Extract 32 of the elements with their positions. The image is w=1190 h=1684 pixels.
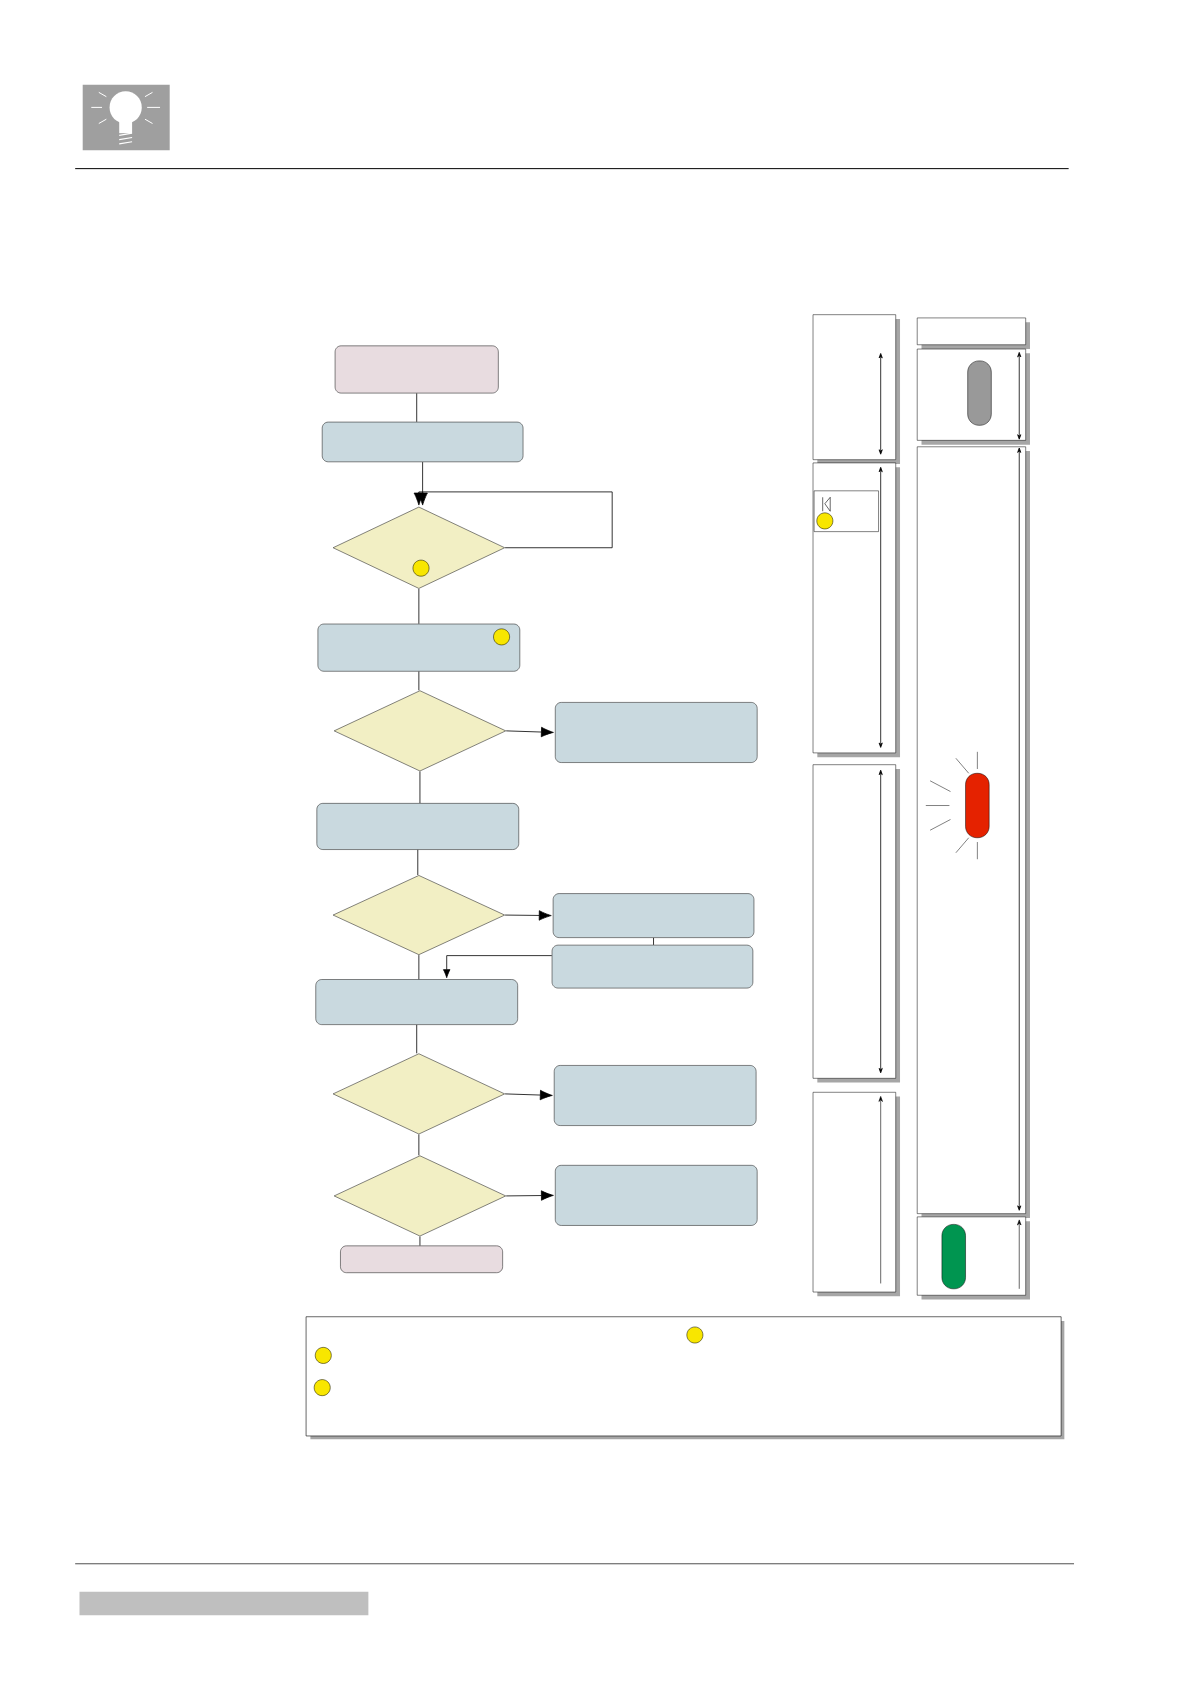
connector-line xyxy=(419,1236,421,1246)
process-box xyxy=(553,1065,757,1126)
decision-diamond xyxy=(333,690,507,772)
process-box xyxy=(552,893,755,938)
connector-line xyxy=(653,937,654,946)
process-box xyxy=(551,944,754,989)
process-box xyxy=(321,421,524,463)
arrow xyxy=(443,955,553,979)
connector-line xyxy=(418,954,420,980)
arrow xyxy=(505,726,554,738)
arrow xyxy=(504,1089,553,1101)
decision-diamond xyxy=(333,1155,507,1237)
terminal-box xyxy=(334,345,499,394)
decision-diamond xyxy=(332,506,505,589)
connector-line xyxy=(416,1024,418,1054)
process-box xyxy=(554,1165,758,1226)
process-box xyxy=(315,979,518,1025)
connector-line xyxy=(418,588,420,625)
process-box xyxy=(316,803,520,850)
terminal-box xyxy=(340,1245,503,1273)
arrow xyxy=(413,491,613,549)
decision-diamond xyxy=(332,1053,505,1135)
process-box xyxy=(554,702,758,763)
decision-diamond xyxy=(332,875,505,955)
connector-line xyxy=(419,771,421,804)
connector-line xyxy=(418,671,420,691)
process-box xyxy=(317,623,521,672)
arrow xyxy=(504,910,552,921)
arrow xyxy=(505,1190,554,1201)
connector-line xyxy=(417,849,419,876)
connector-line xyxy=(416,393,418,423)
connector-line xyxy=(418,1134,420,1156)
